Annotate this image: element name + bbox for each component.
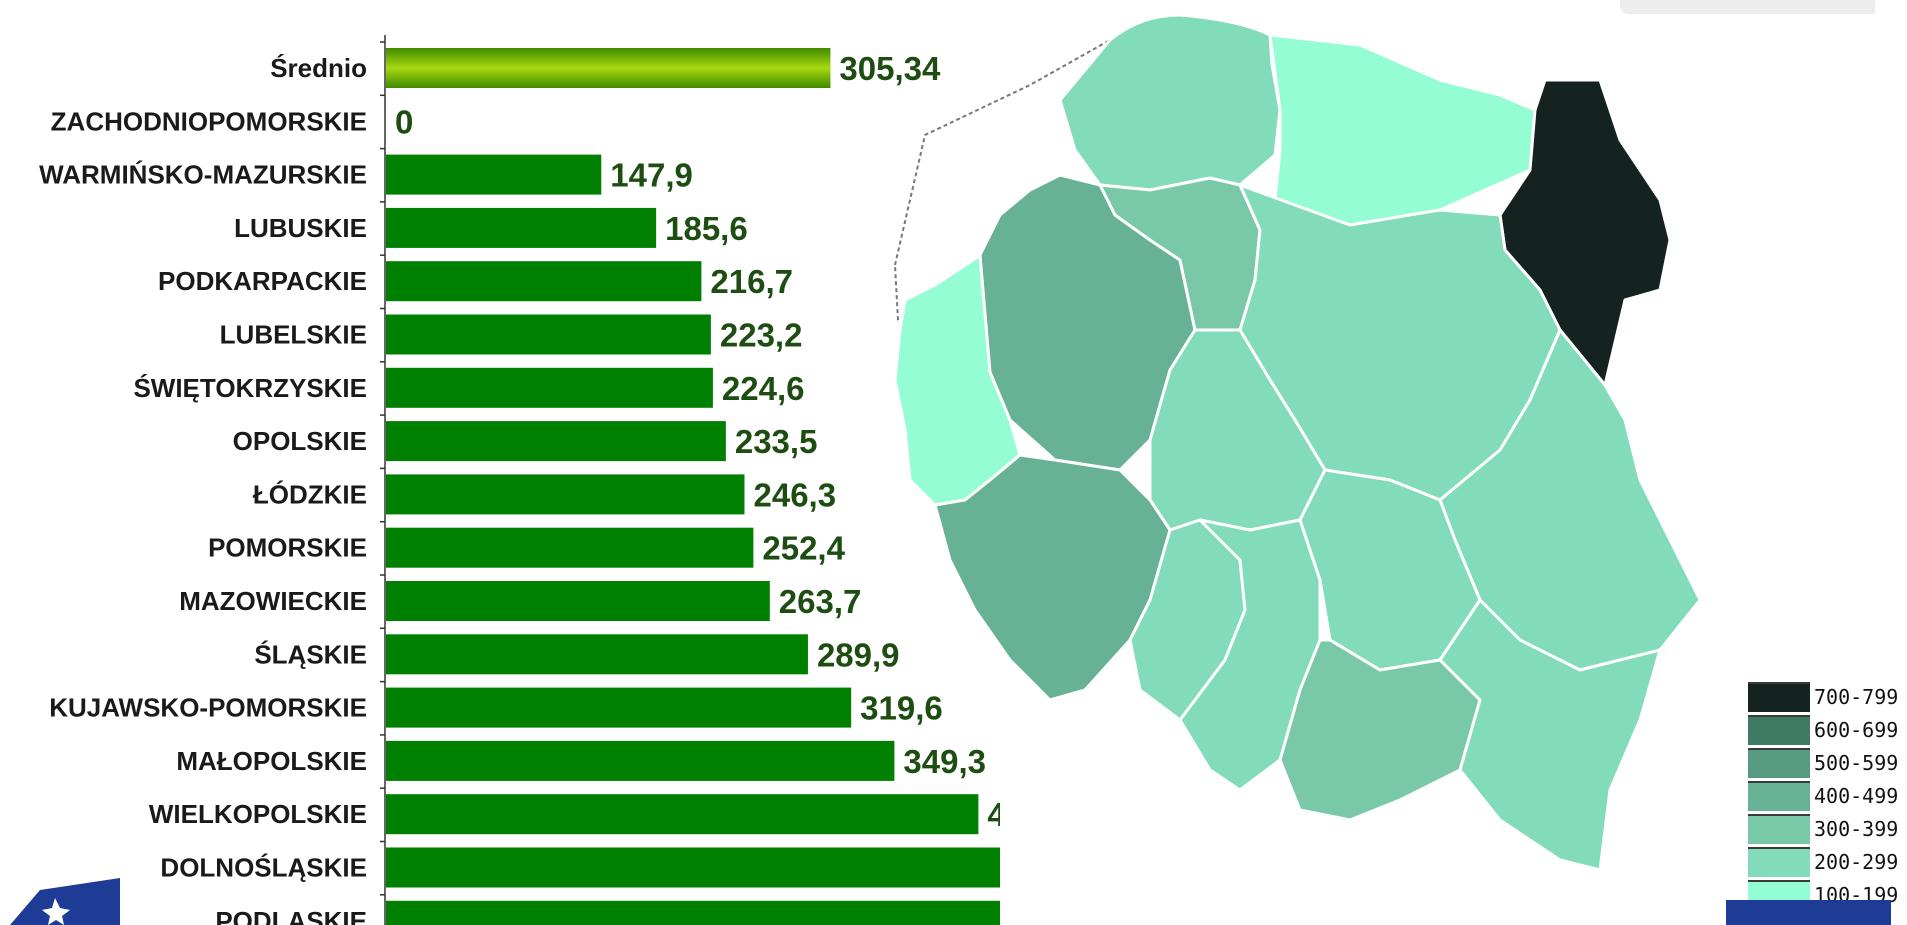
poland-voivodeship-map: [893, 13, 1702, 872]
bar-average: [386, 48, 831, 88]
category-label: MAZOWIECKIE: [179, 586, 367, 616]
map-region-warminsko-mazurskie: [1268, 33, 1537, 227]
category-label: WIELKOPOLSKIE: [149, 799, 367, 829]
legend-swatch: [1748, 781, 1810, 811]
category-label: WARMIŃSKO-MAZURSKIE: [39, 160, 367, 190]
bar: [386, 847, 1000, 888]
category-label: Średnio: [270, 53, 367, 83]
legend-item: 400-499: [1748, 781, 1907, 814]
value-label: 216,7: [710, 263, 793, 300]
value-label: 246,3: [753, 476, 836, 513]
bar: [386, 687, 852, 728]
bar: [386, 794, 979, 835]
legend-item: 600-699: [1748, 715, 1907, 748]
value-label: 252,4: [762, 530, 845, 567]
map-region-podkarpackie: [1438, 598, 1662, 872]
map-legend: 700-799 600-699 500-599 400-499 300-399 200-2…: [1748, 682, 1907, 913]
value-label: 233,5: [735, 423, 818, 460]
category-label: POMORSKIE: [208, 533, 367, 563]
bar: [386, 261, 702, 302]
bar: [386, 634, 808, 675]
map-region-malopolskie: [1278, 638, 1482, 822]
bar: [386, 581, 770, 621]
legend-label: 400-499: [1814, 784, 1899, 808]
category-label: PODLASKIE: [215, 906, 367, 925]
bar: [386, 421, 726, 462]
legend-label: 300-399: [1814, 817, 1899, 841]
map-region-pomorskie: [1058, 13, 1282, 192]
legend-item: 300-399: [1748, 814, 1907, 847]
bar: [386, 474, 745, 515]
category-label: MAŁOPOLSKIE: [176, 746, 367, 776]
legend-swatch: [1748, 748, 1810, 778]
value-label: 305,34: [839, 50, 941, 87]
eu-flag-icon: [1726, 900, 1891, 925]
value-label: 224,6: [722, 370, 805, 407]
legend-label: 600-699: [1814, 718, 1899, 742]
category-label: KUJAWSKO-POMORSKIE: [49, 693, 367, 723]
category-label: PODKARPACKIE: [158, 266, 367, 296]
legend-swatch: [1748, 715, 1810, 745]
logo-star-icon: [10, 878, 120, 925]
category-label: ZACHODNIOPOMORSKIE: [51, 106, 367, 136]
bar: [386, 900, 1000, 925]
top-right-decoration: [1620, 0, 1875, 14]
bar: [386, 527, 754, 568]
legend-label: 700-799: [1814, 685, 1899, 709]
value-label: 407: [987, 796, 1000, 833]
value-label: 0: [395, 103, 413, 140]
category-label: LUBUSKIE: [234, 213, 367, 243]
category-label: ŁÓDZKIE: [253, 479, 367, 509]
value-label: 185,6: [665, 210, 748, 247]
category-label: ŚLĄSKIE: [254, 639, 367, 669]
bar: [386, 740, 895, 781]
value-label: 289,9: [817, 636, 900, 673]
value-label: 147,9: [610, 157, 693, 194]
legend-swatch: [1748, 682, 1810, 712]
value-label: 223,2: [720, 317, 803, 354]
bar: [386, 154, 602, 195]
bar: [386, 367, 713, 408]
legend-item: 200-299: [1748, 847, 1907, 880]
legend-item: 700-799: [1748, 682, 1907, 715]
legend-label: 200-299: [1814, 850, 1899, 874]
value-label: 263,7: [779, 583, 862, 620]
category-label: DOLNOŚLĄSKIE: [160, 853, 367, 883]
value-label: 349,3: [903, 743, 986, 780]
category-label: LUBELSKIE: [220, 320, 367, 350]
bar: [386, 207, 657, 248]
legend-swatch: [1748, 814, 1810, 844]
legend-swatch: [1748, 847, 1810, 877]
legend-label: 500-599: [1814, 751, 1899, 775]
category-label: OPOLSKIE: [233, 426, 367, 456]
legend-item: 500-599: [1748, 748, 1907, 781]
bar: [386, 314, 711, 355]
category-label: ŚWIĘTOKRZYSKIE: [133, 373, 367, 403]
value-label: 319,6: [860, 690, 943, 727]
